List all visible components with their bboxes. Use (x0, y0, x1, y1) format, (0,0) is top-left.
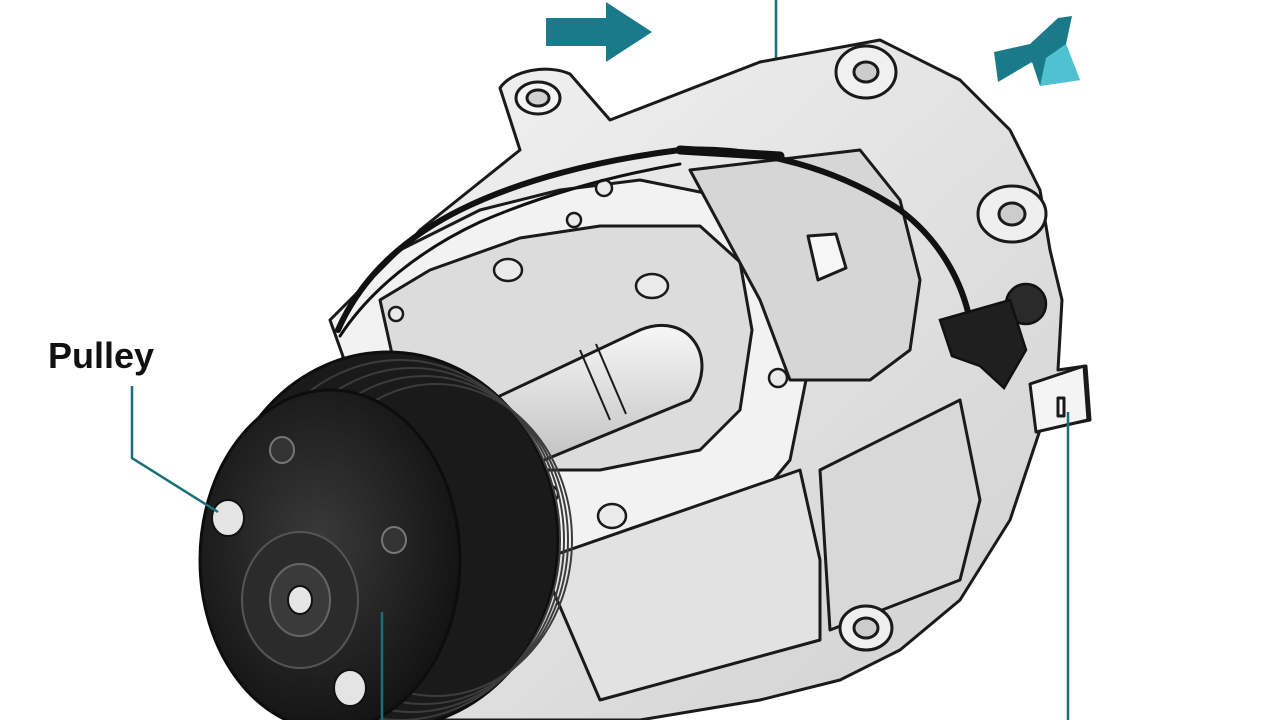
rotation-arrow-icon (994, 16, 1080, 86)
electrical-connector (938, 282, 1048, 390)
pulley-label: Pulley (48, 335, 155, 376)
wiring-harness (335, 145, 971, 338)
pulley (198, 350, 573, 720)
spring-fittings (387, 178, 789, 530)
flow-arrow-icon (546, 2, 652, 62)
leader-line-pulley (130, 386, 219, 514)
